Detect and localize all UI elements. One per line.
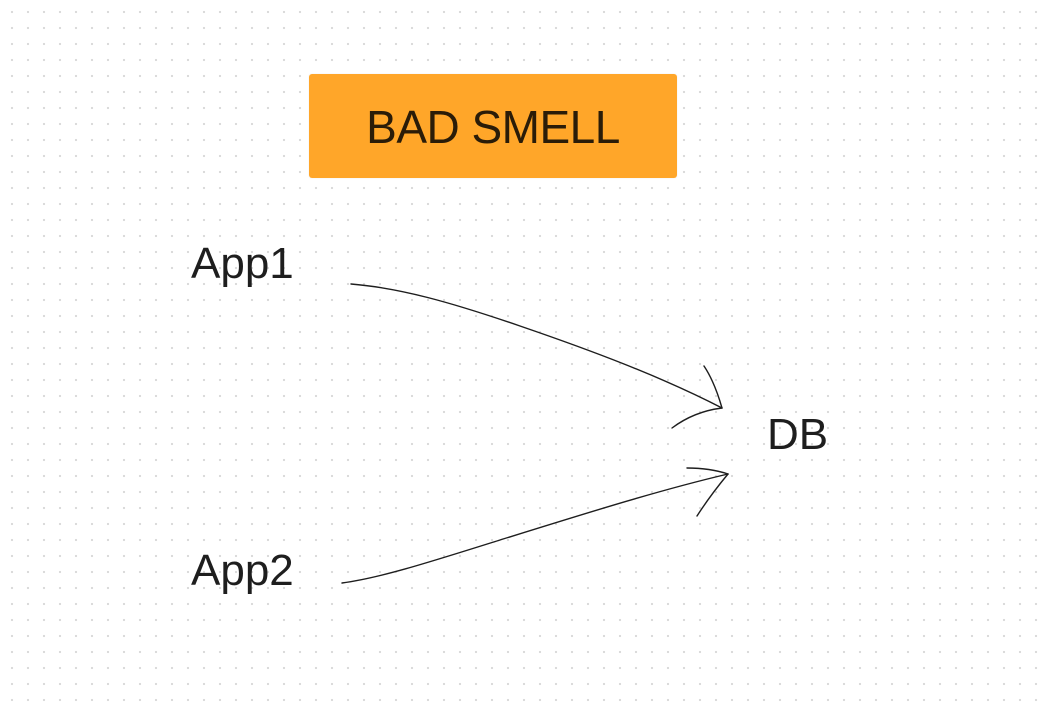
arrow-app1-to-db[interactable] (350, 283, 723, 429)
arrow-app2-to-db-head-upper (686, 467, 729, 475)
arrow-app1-to-db-head-upper (703, 365, 723, 409)
node-label-app2[interactable]: App2 (191, 546, 294, 595)
node-label-db[interactable]: DB (767, 410, 829, 459)
arrow-app2-to-db[interactable] (341, 467, 729, 584)
sticky-note-bad-smell[interactable]: BAD SMELL (309, 74, 677, 178)
arrow-app1-to-db-head-lower (671, 407, 723, 429)
node-label-app1[interactable]: App1 (191, 239, 294, 288)
arrow-app1-to-db-shaft[interactable] (350, 283, 723, 409)
arrow-app2-to-db-head-lower (696, 473, 729, 517)
arrow-app2-to-db-shaft[interactable] (341, 473, 729, 584)
sticky-note-text: BAD SMELL (366, 101, 620, 153)
